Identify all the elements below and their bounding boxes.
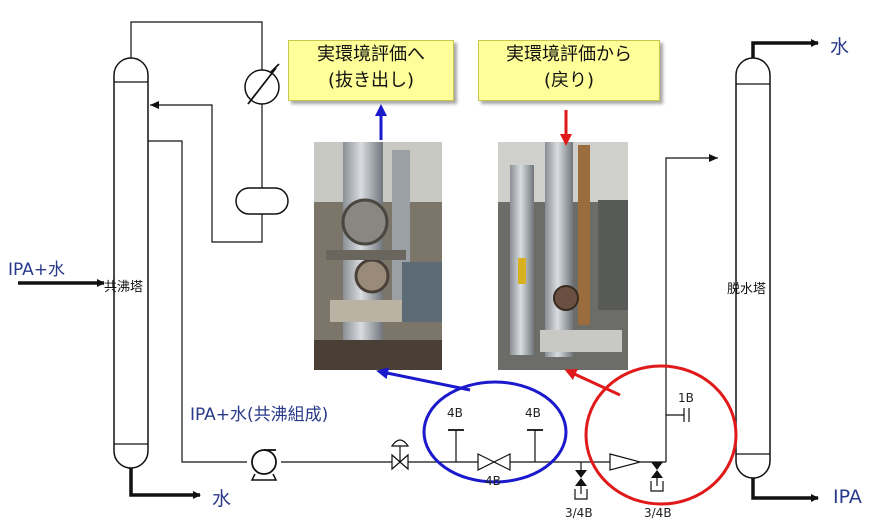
riser-to-right-column [665, 154, 718, 462]
drain-valve-right-icon [650, 462, 664, 492]
valve-size-label: 4B [485, 474, 501, 488]
callout-extraction: 実環境評価へ (抜き出し) [288, 40, 454, 101]
extraction-leader [375, 104, 471, 392]
tee-left-icon [448, 429, 464, 462]
right-column-label: 脱水塔 [727, 282, 767, 297]
callout-extraction-line2: (抜き出し) [327, 70, 415, 91]
control-valve-icon [390, 439, 410, 471]
azeotrope-line-label: IPA+水(共沸組成) [190, 405, 329, 425]
tee-right-icon [527, 429, 543, 462]
left-column-label: 共沸塔 [104, 280, 144, 295]
branch-size-label: 1B [678, 391, 694, 405]
branch-1b-icon [666, 408, 690, 422]
left-bottom-water-arrow [129, 468, 201, 499]
side-draw-line [148, 140, 666, 463]
pump-icon [250, 449, 278, 481]
overhead-vapor-line [130, 21, 263, 70]
tee-right-size-label: 4B [525, 406, 541, 420]
callout-return-line1: 実環境評価から [506, 44, 632, 65]
left-bottom-water-label: 水 [212, 488, 232, 510]
flow-direction-icon [609, 453, 643, 471]
feed-label: IPA+水 [8, 260, 66, 280]
return-leader [560, 110, 621, 397]
right-bottom-ipa-arrow [751, 478, 819, 502]
drain-valve-left-icon [574, 462, 588, 500]
gate-valve-icon [477, 453, 511, 471]
drain-left-size-label: 3/4B [565, 506, 593, 520]
reflux-drum-icon [235, 187, 289, 215]
callout-extraction-line1: 実環境評価へ [317, 44, 425, 65]
callout-return: 実環境評価から (戻り) [478, 40, 660, 101]
drum-lines [150, 101, 263, 243]
drain-right-size-label: 3/4B [644, 506, 672, 520]
photo-extraction-site [314, 142, 442, 370]
left-column [113, 57, 149, 469]
extraction-highlight-ellipse [422, 380, 568, 484]
callout-return-line2: (戻り) [543, 70, 595, 91]
condenser-icon [244, 63, 280, 105]
tee-left-size-label: 4B [447, 406, 463, 420]
return-highlight-ellipse [584, 364, 738, 506]
right-top-water-arrow [751, 39, 819, 58]
photo-return-site [498, 142, 628, 370]
right-top-water-label: 水 [830, 36, 850, 58]
right-column [735, 57, 771, 479]
right-bottom-ipa-label: IPA [833, 486, 862, 508]
